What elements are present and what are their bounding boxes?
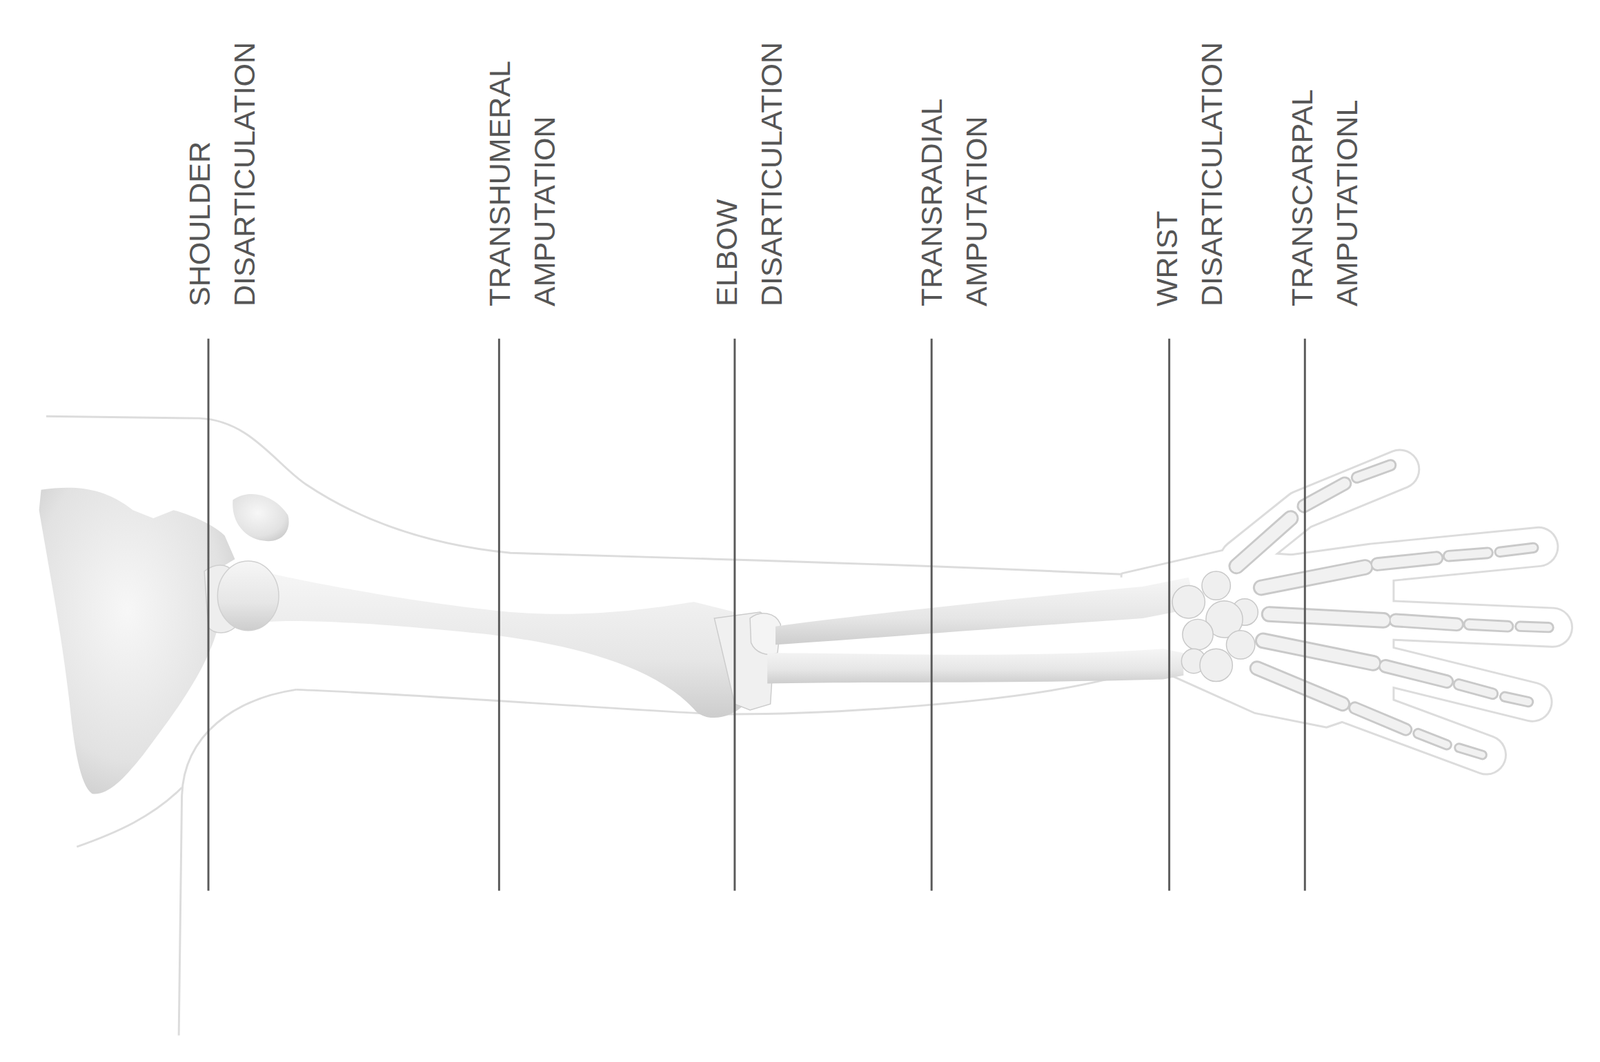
- level-lines: [208, 338, 1305, 891]
- level-label: TRANSHUMERAL AMPUTATION: [477, 62, 568, 307]
- level-label: ELBOW DISARTICULATION: [704, 42, 795, 307]
- carpal-bones: [1172, 571, 1258, 682]
- hand-bones: [1236, 465, 1549, 755]
- level-line: [1168, 338, 1171, 891]
- scapula: [39, 487, 290, 795]
- hand-outline: [1112, 469, 1554, 755]
- level-line: [1304, 338, 1307, 891]
- humerus: [217, 560, 745, 718]
- ulna: [767, 648, 1184, 684]
- level-label: WRIST DISARTICULATION: [1144, 42, 1235, 307]
- radius: [775, 577, 1196, 646]
- level-line: [498, 338, 501, 891]
- level-label: SHOULDER DISARTICULATION: [177, 42, 268, 307]
- level-label: TRANSCARPAL AMPUTATIONL: [1279, 90, 1370, 307]
- level-line: [930, 338, 933, 891]
- level-line: [207, 338, 210, 891]
- level-line: [733, 338, 736, 891]
- level-label: TRANSRADIAL AMPUTATION: [909, 100, 1000, 307]
